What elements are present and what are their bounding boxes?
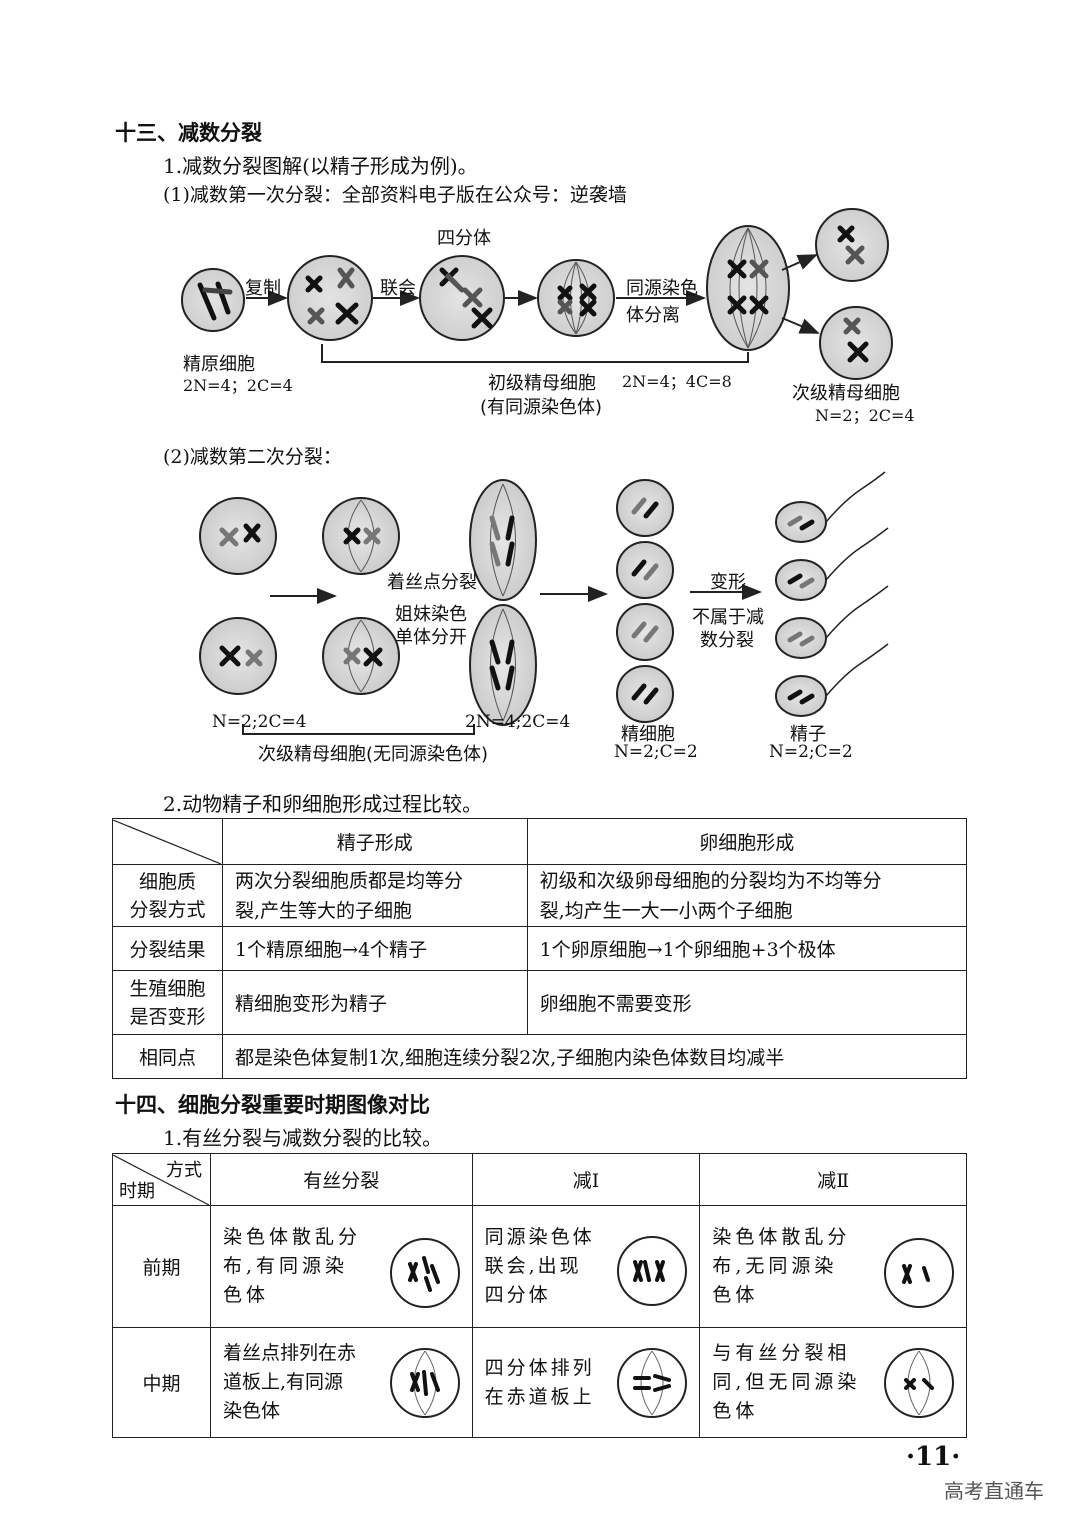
label-jiemei-2: 单体分开 <box>395 627 467 648</box>
comparison-table: 精子形成 卵细胞形成 细胞质 分裂方式 两次分裂细胞质都是均等分 裂,产生等大的… <box>112 818 968 1079</box>
label-ciji-n: N=2；2C=4 <box>815 406 915 425</box>
section14-title: 十四、细胞分裂重要时期图像对比 <box>115 1093 430 1117</box>
section13-item1: 1.减数分裂图解(以精子形成为例)。 <box>163 154 478 178</box>
meiosis1-metaphase-cell <box>617 1348 688 1418</box>
header-egg: 卵细胞形成 <box>526 818 968 865</box>
table-corner <box>112 818 223 865</box>
label-jingzi: 精子 <box>790 724 826 745</box>
table-row-metaphase: 中期 着丝点排列在赤 道板上,有同源 染色体 四分体排列 在赤道板上 <box>112 1327 967 1438</box>
header-meiosis-1: 减Ⅰ <box>471 1153 701 1206</box>
section14-item1: 1.有丝分裂与减数分裂的比较。 <box>163 1126 443 1150</box>
label-chuji-note: (有同源染色体) <box>480 397 603 418</box>
label-ciji: 次级精母细胞 <box>792 383 900 404</box>
label-chuji: 初级精母细胞 <box>488 373 596 394</box>
table-row: 相同点 都是染色体复制1次,细胞连续分裂2次,子细胞内染色体数目均减半 <box>112 1034 968 1079</box>
section13-item2: 2.动物精子和卵细胞形成过程比较。 <box>163 792 483 816</box>
spermatogonium-cell <box>181 268 245 332</box>
label-fig2-n1: N=2;2C=4 <box>212 712 307 732</box>
label-tongyuan-1: 同源染色 <box>626 278 698 299</box>
label-fig2-ciji: 次级精母细胞(无同源染色体) <box>258 744 489 765</box>
table-row: 分裂结果 1个精原细胞→4个精子 1个卵原细胞→1个卵细胞+3个极体 <box>112 926 968 971</box>
label-tongyuan-2: 体分离 <box>626 305 680 326</box>
header-mitosis: 有丝分裂 <box>209 1153 473 1206</box>
page-number: ·11· <box>906 1442 961 1472</box>
label-jingyuan-n: 2N=4；2C=4 <box>183 376 293 395</box>
header-sperm: 精子形成 <box>221 818 528 865</box>
label-sifenti: 四分体 <box>437 228 491 249</box>
table-row-prophase: 前期 染色体散乱分 布,有同源染 色体 同源染色体 联会,出现 四分体 <box>112 1205 967 1328</box>
label-lianhui: 联会 <box>380 278 416 299</box>
label-bushuyu-1: 不属于减 <box>692 607 764 628</box>
label-jingxibao-n: N=2;C=2 <box>614 742 698 762</box>
label-jingzi-n: N=2;C=2 <box>769 742 853 762</box>
anaphase-one-cell <box>706 225 790 351</box>
section13-sub1: (1)减数第一次分裂：全部资料电子版在公众号：逆袭墙 <box>163 184 627 206</box>
label-jiemei-1: 姐妹染色 <box>395 604 467 625</box>
metaphase-one-cell <box>537 259 615 337</box>
watermark: 高考直通车 <box>944 1479 1044 1503</box>
replicated-cell <box>287 255 373 341</box>
label-bianxing: 变形 <box>710 572 746 593</box>
table-row: 生殖细胞 是否变形 精细胞变形为精子 卵细胞不需要变形 <box>112 970 968 1035</box>
secondary-cell-bottom <box>819 306 893 380</box>
label-chuji-n: 2N=4；4C=8 <box>622 372 732 391</box>
table-corner: 方式 时期 <box>112 1153 211 1206</box>
label-jingyuan: 精原细胞 <box>183 354 255 375</box>
header-meiosis-2: 减Ⅱ <box>699 1153 967 1206</box>
meiosis1-prophase-cell <box>617 1236 688 1306</box>
section13-sub2: (2)减数第二次分裂： <box>163 446 342 468</box>
label-fuzhi: 复制 <box>245 278 281 299</box>
section13-title: 十三、减数分裂 <box>115 121 262 145</box>
mitosis-prophase-cell <box>389 1238 460 1308</box>
table-row: 细胞质 分裂方式 两次分裂细胞质都是均等分 裂,产生等大的子细胞 初级和次级卵母… <box>112 864 968 927</box>
division-comparison-table: 方式 时期 有丝分裂 减Ⅰ 减Ⅱ 前期 染色体散乱分 布,有同源染 色体 同源染… <box>112 1153 967 1438</box>
meiosis2-prophase-cell <box>884 1238 954 1308</box>
meiosis-one-diagram <box>181 208 893 380</box>
label-fig2-n2: 2N=4;2C=4 <box>465 712 571 732</box>
label-zhuosi: 着丝点分裂 <box>387 572 477 593</box>
label-bushuyu-2: 数分裂 <box>700 630 754 651</box>
secondary-cell-top <box>815 208 889 282</box>
meiosis-two-diagram <box>199 471 889 735</box>
label-jingxibao: 精细胞 <box>621 724 675 745</box>
meiosis2-metaphase-cell <box>884 1348 954 1418</box>
mitosis-metaphase-cell <box>389 1348 460 1418</box>
